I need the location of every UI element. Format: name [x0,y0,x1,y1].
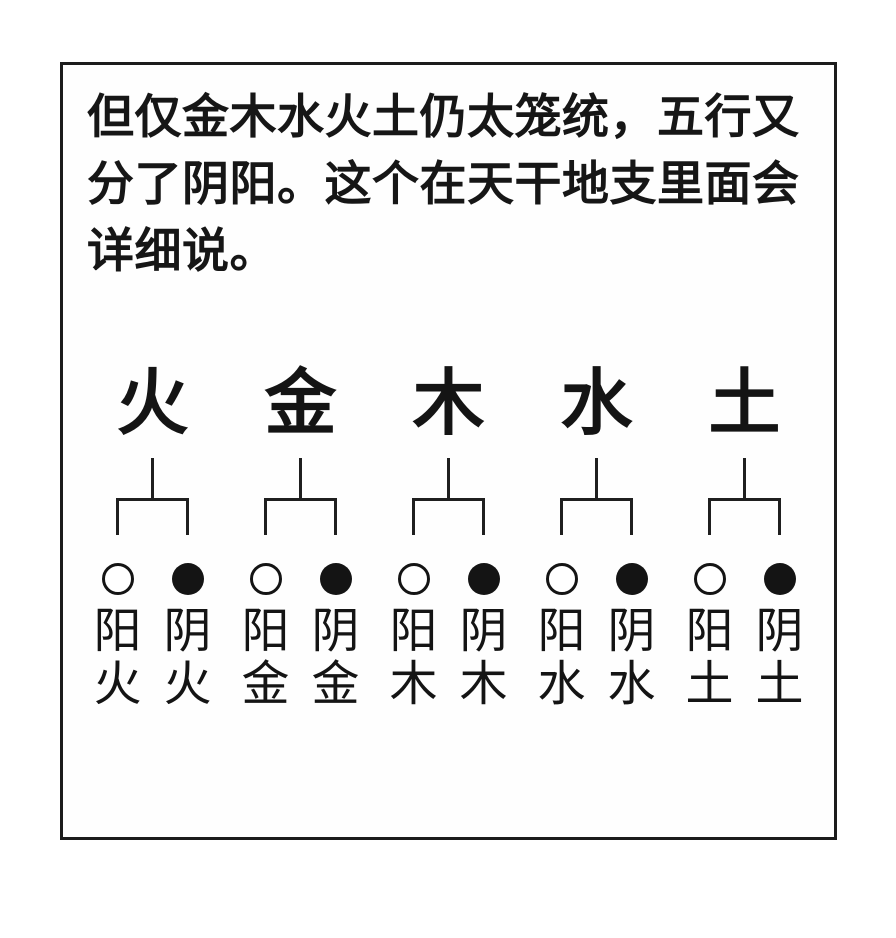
connector-stem [595,458,598,498]
element-character: 水 [560,360,633,445]
element-group-wood: 木 阳木 阴木 [375,360,523,711]
element-group-fire: 火 阳火 阴火 [79,360,227,711]
intro-text: 但仅金木水火土仍太笼统，五行又 分了阴阳。这个在天干地支里面会 详细说。 [87,90,800,277]
circle-pair [693,563,796,595]
panel-frame: 但仅金木水火土仍太笼统，五行又 分了阴阳。这个在天干地支里面会 详细说。 火 阳… [60,62,837,840]
connector-bracket [412,498,485,535]
element-group-water: 水 阳水 阴水 [523,360,671,711]
yang-circle-icon [397,563,430,595]
connector-bracket [708,498,781,535]
label-pair: 阳火 阴火 [94,605,212,711]
yang-label: 阳木 [389,605,438,711]
yang-label: 阳火 [93,605,142,711]
yin-circle-icon [763,563,796,595]
circle-pair [397,563,500,595]
five-elements-diagram: 火 阳火 阴火 金 阳金 阴金 [63,360,834,711]
yin-circle-icon [171,563,204,595]
element-group-earth: 土 阳土 阴土 [671,360,819,711]
connector-stem [151,458,154,498]
yang-circle-icon [693,563,726,595]
connector-stem [299,458,302,498]
yin-label: 阴火 [163,605,212,711]
yin-circle-icon [615,563,648,595]
yin-label: 阴木 [459,605,508,711]
element-character: 金 [264,360,337,445]
element-character: 土 [708,360,781,445]
connector-bracket [264,498,337,535]
yang-circle-icon [101,563,134,595]
label-pair: 阳土 阴土 [686,605,804,711]
element-character: 火 [116,360,189,445]
yang-circle-icon [545,563,578,595]
connector-bracket [116,498,189,535]
yang-label: 阳水 [537,605,586,711]
yin-circle-icon [319,563,352,595]
circle-pair [545,563,648,595]
circle-pair [249,563,352,595]
label-pair: 阳水 阴水 [538,605,656,711]
yin-label: 阴金 [311,605,360,711]
yang-label: 阳土 [685,605,734,711]
yang-label: 阳金 [241,605,290,711]
yang-circle-icon [249,563,282,595]
yin-circle-icon [467,563,500,595]
connector-stem [447,458,450,498]
label-pair: 阳金 阴金 [242,605,360,711]
yin-label: 阴水 [607,605,656,711]
circle-pair [101,563,204,595]
connector-bracket [560,498,633,535]
element-group-metal: 金 阳金 阴金 [227,360,375,711]
connector-stem [743,458,746,498]
yin-label: 阴土 [755,605,804,711]
element-character: 木 [412,360,485,445]
label-pair: 阳木 阴木 [390,605,508,711]
